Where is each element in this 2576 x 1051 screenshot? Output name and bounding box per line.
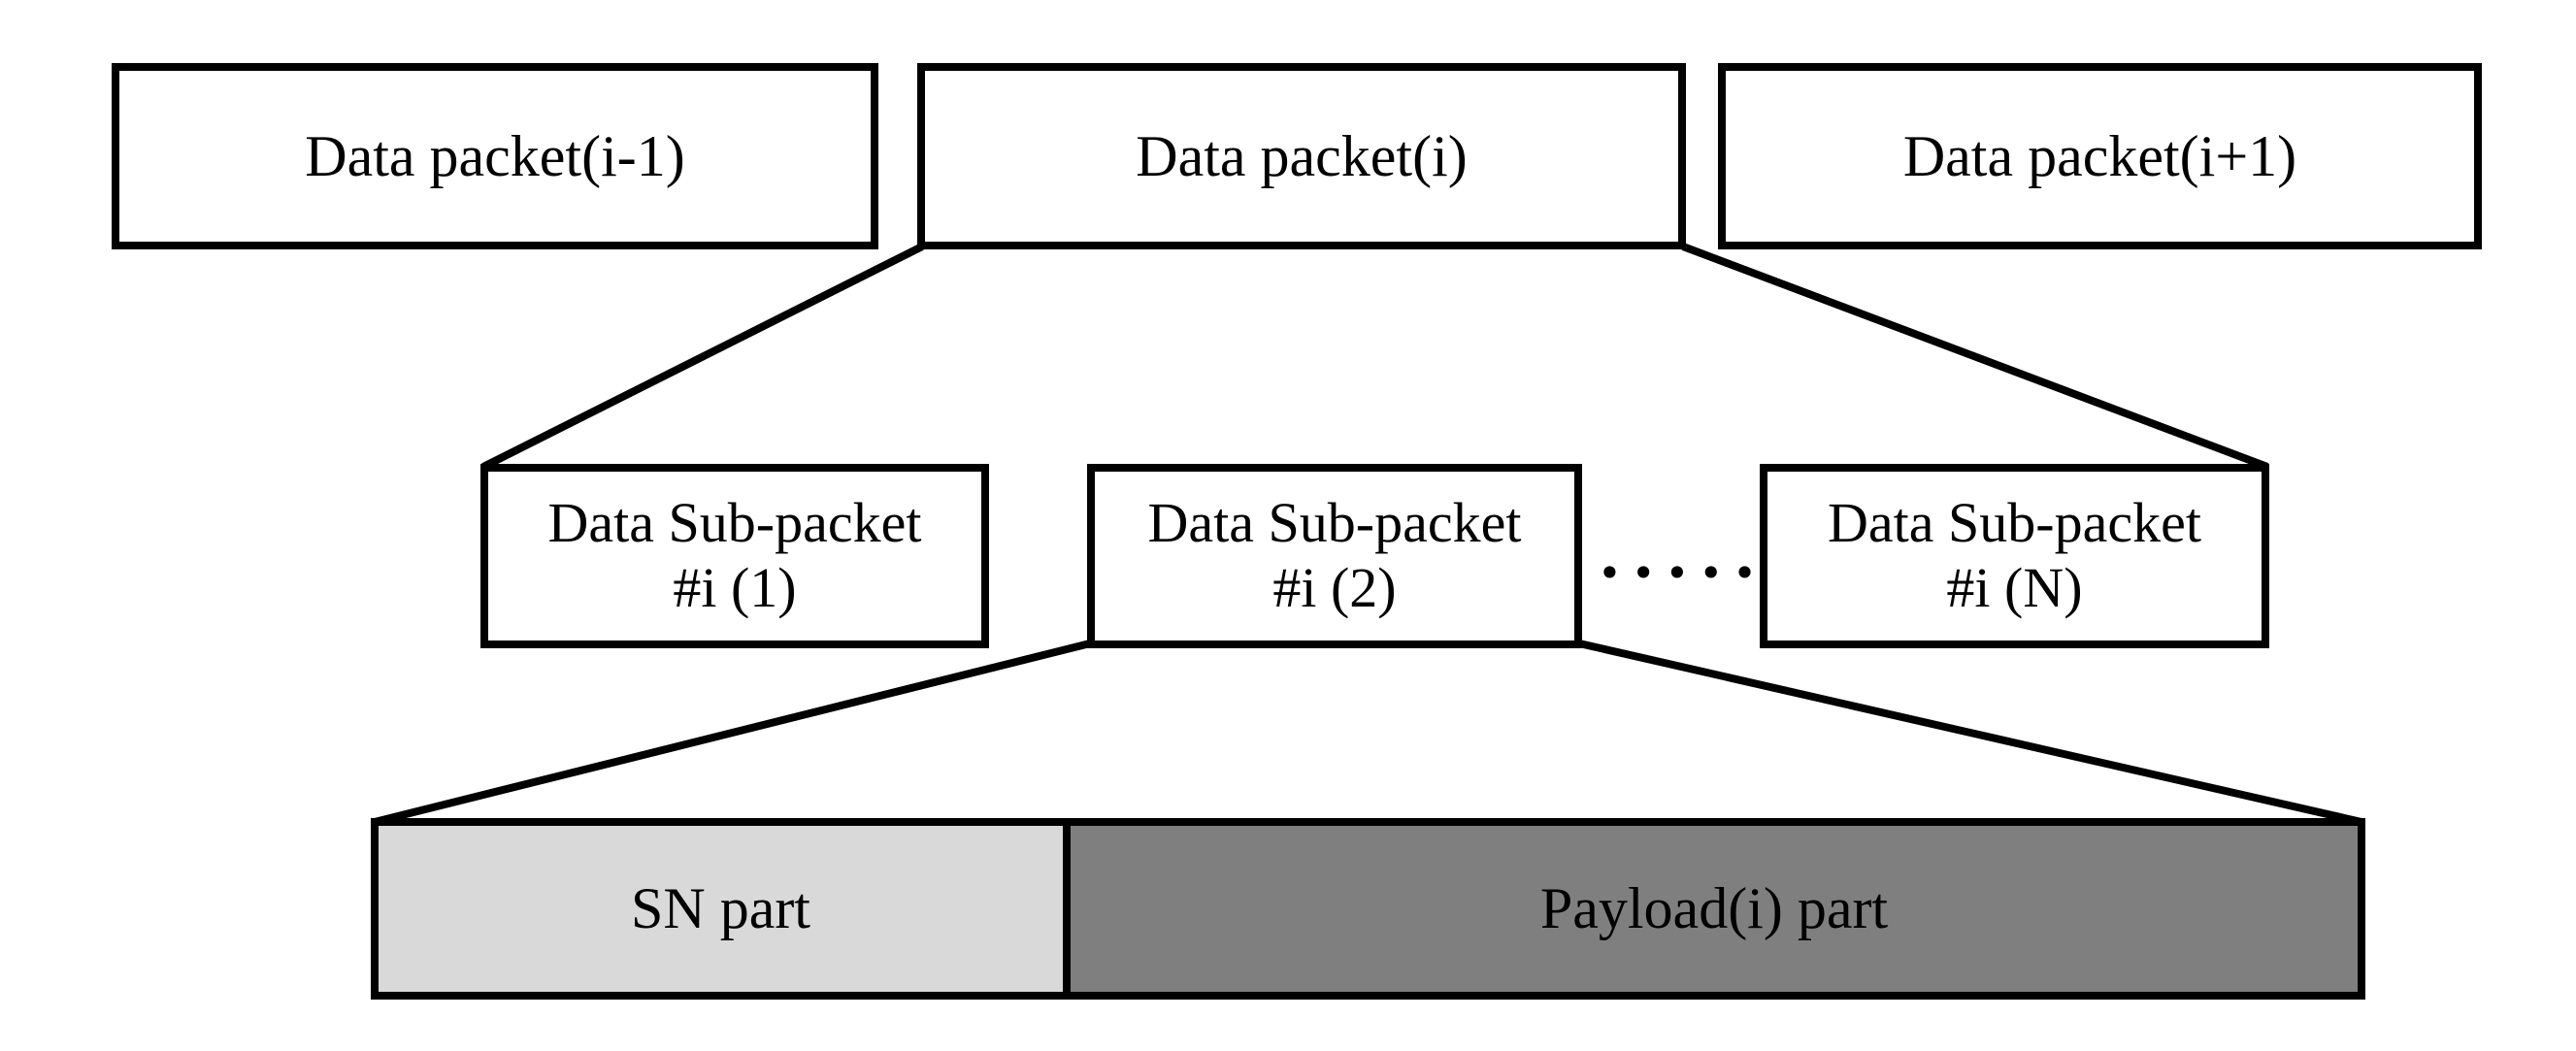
data-packet-i-box: Data packet(i) [917,63,1686,249]
connector-sub-to-bar-left-line [374,640,1091,826]
connector-packet-to-sub-left-line [481,243,924,471]
sub-packet-n-line1: Data Sub-packet [1828,491,2201,555]
connector-sub-to-bar-right-line [1578,640,2362,826]
sub-packet-2-line2: #i (2) [1272,556,1397,619]
sub-packet-1-line2: #i (1) [673,556,797,619]
data-packet-next-label: Data packet(i+1) [1902,123,2297,188]
sub-packet-2-box: Data Sub-packet #i (2) [1087,464,1582,648]
payload-part-segment: Payload(i) part [1071,826,2358,992]
sn-part-segment: SN part [379,826,1071,992]
sub-packet-2-line1: Data Sub-packet [1147,491,1522,555]
sn-part-label: SN part [631,876,810,940]
data-packet-prev-box: Data packet(i-1) [112,63,878,249]
data-packet-prev-label: Data packet(i-1) [305,123,685,188]
payload-part-label: Payload(i) part [1539,876,1889,940]
sub-packet-n-box: Data Sub-packet #i (N) [1760,464,2269,648]
sub-packet-1-line1: Data Sub-packet [547,491,922,555]
sub-packet-n-line2: #i (N) [1946,556,2083,619]
data-packet-next-box: Data packet(i+1) [1718,63,2482,249]
connector-packet-to-sub-right-line [1681,243,2269,471]
sub-packet-detail-bar: SN part Payload(i) part [371,818,2365,1000]
data-packet-i-label: Data packet(i) [1136,123,1468,188]
ellipsis-dots: ••••• [1598,549,1767,597]
sub-packet-1-box: Data Sub-packet #i (1) [480,464,989,648]
